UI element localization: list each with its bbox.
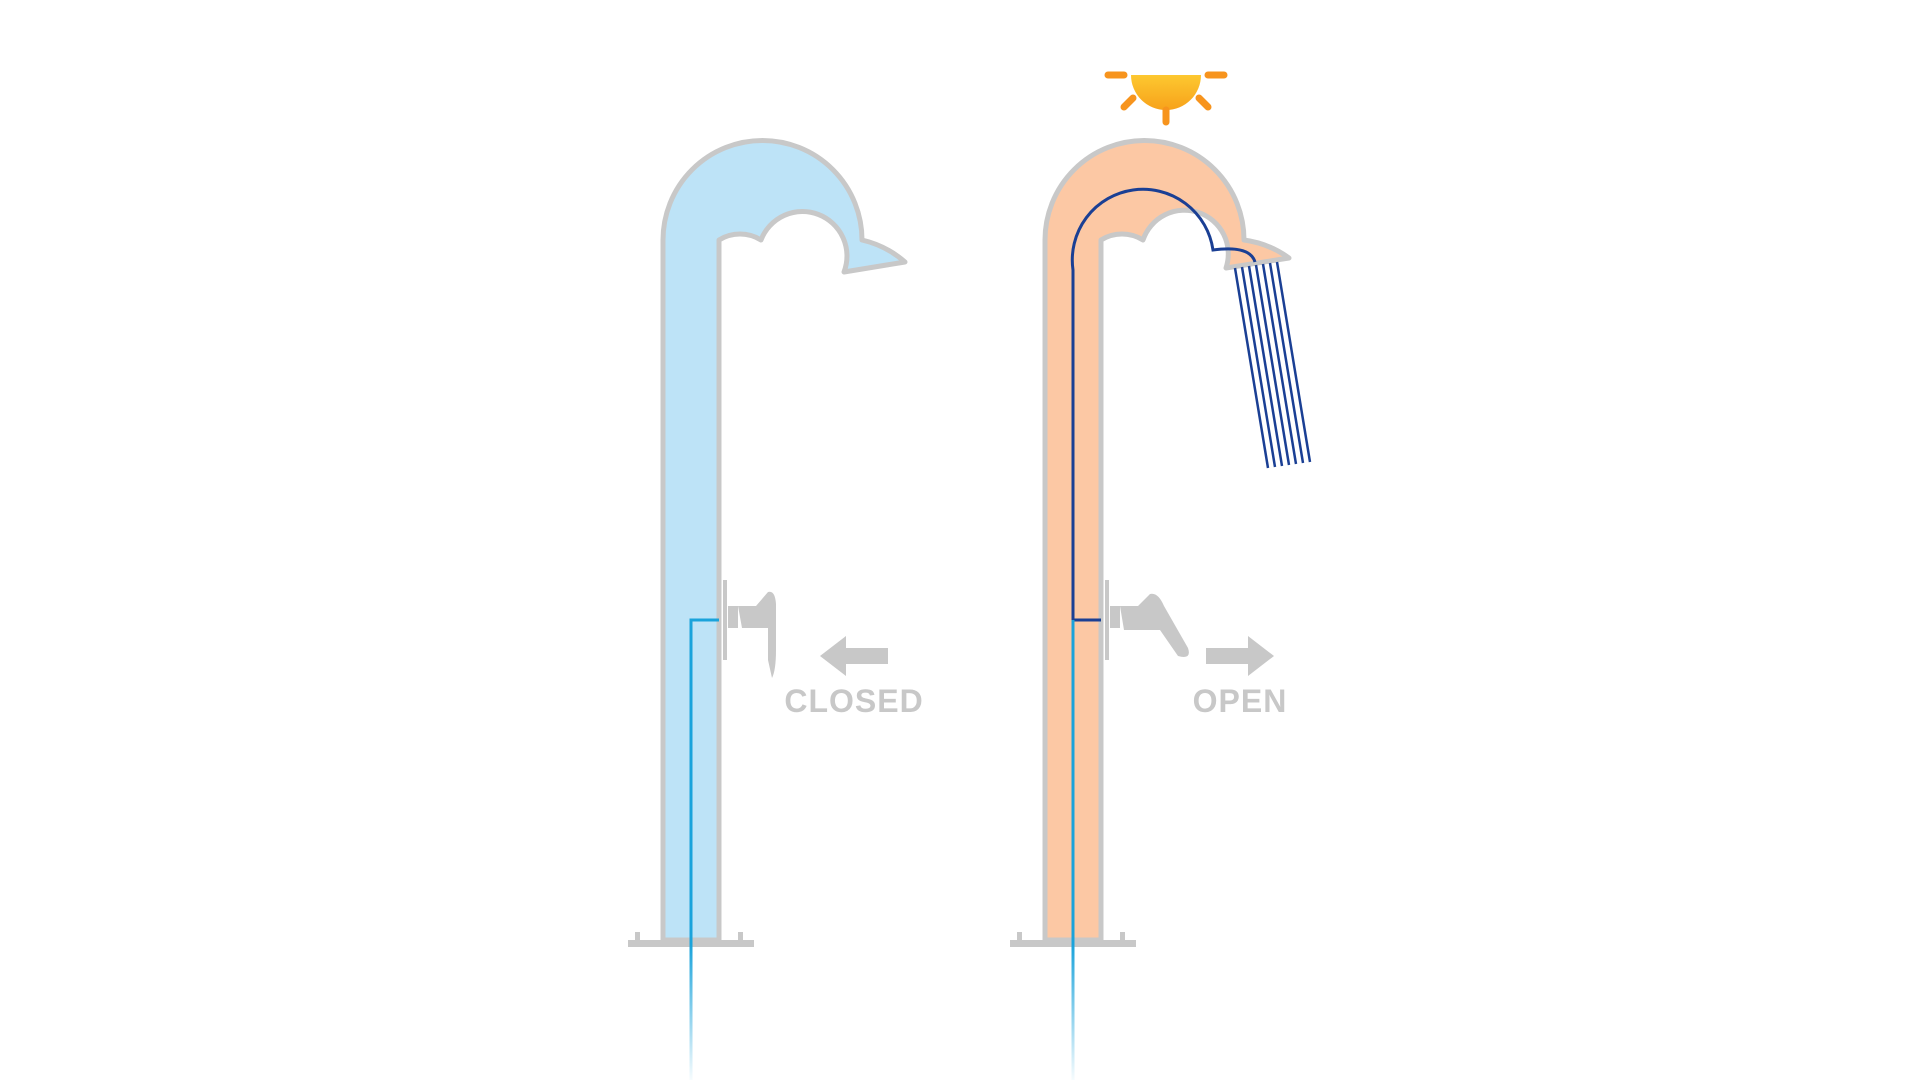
closed-supply-tail [689,945,693,1080]
closed-tap-body [660,138,908,943]
closed-supply-line [689,618,719,945]
closed-tap: CLOSED [628,138,923,1080]
sun-icon [1104,71,1228,126]
open-tap-body [1042,138,1292,943]
open-supply-tail [1071,945,1075,1080]
arrow-right-icon [1206,636,1274,676]
arrow-left-icon [820,636,888,676]
lever-open-icon [1105,580,1189,660]
open-label: OPEN [1193,683,1288,719]
lever-closed-icon [723,580,776,678]
closed-label: CLOSED [784,683,923,719]
open-tap: OPEN [1010,71,1312,1080]
water-stream [1233,261,1312,469]
open-flow-line [1070,187,1257,622]
